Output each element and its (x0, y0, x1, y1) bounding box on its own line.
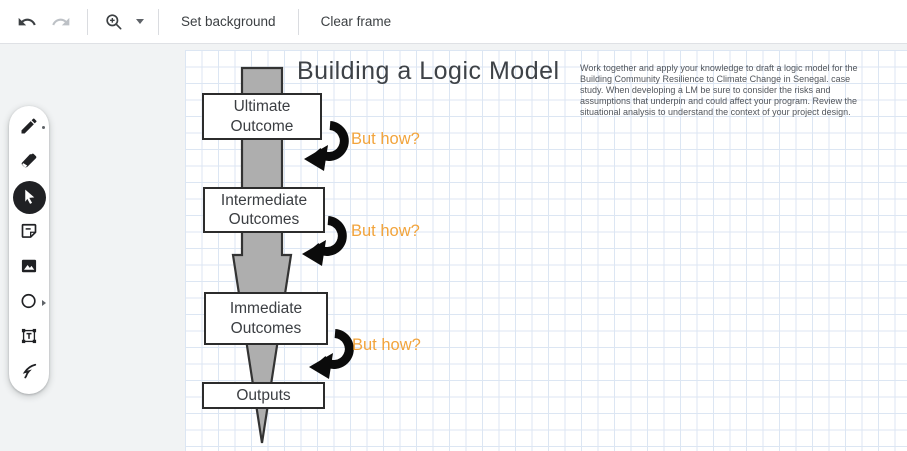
text-box-icon (19, 326, 39, 349)
toolbar-divider (158, 8, 159, 35)
laser-pointer-icon (19, 361, 39, 384)
redo-icon (51, 12, 71, 32)
sticky-note-icon (19, 221, 39, 244)
loop-arrow-icon[interactable] (301, 210, 353, 266)
box-immediate-outcomes[interactable]: Immediate Outcomes (204, 292, 328, 345)
eraser-icon (19, 151, 39, 174)
box-outputs[interactable]: Outputs (202, 382, 325, 409)
loop-arrow-icon[interactable] (308, 323, 360, 379)
undo-button[interactable] (10, 5, 44, 39)
but-how-label[interactable]: But how? (352, 336, 421, 354)
select-cursor-icon (20, 187, 38, 208)
drawing-canvas[interactable]: Building a Logic Model Work together and… (185, 50, 907, 451)
but-how-label[interactable]: But how? (351, 130, 420, 148)
toolbar-divider (297, 8, 299, 35)
pen-menu-indicator (41, 126, 45, 129)
zoom-in-icon (104, 12, 124, 32)
pen-icon (19, 116, 39, 139)
top-toolbar: Set background Clear frame (0, 0, 907, 44)
toolbar-divider (87, 8, 88, 35)
tool-palette (9, 106, 49, 394)
but-how-label[interactable]: But how? (351, 222, 420, 240)
eraser-tool-button[interactable] (13, 146, 46, 179)
undo-icon (17, 12, 37, 32)
sticky-note-tool-button[interactable] (13, 216, 46, 249)
frame-title[interactable]: Building a Logic Model (297, 57, 560, 85)
image-tool-button[interactable] (13, 251, 46, 284)
box-intermediate-outcomes[interactable]: Intermediate Outcomes (203, 187, 325, 233)
loop-arrow-icon[interactable] (303, 115, 355, 171)
laser-pointer-tool-button[interactable] (13, 356, 46, 389)
pen-tool-button[interactable] (13, 111, 46, 144)
zoom-button[interactable] (97, 5, 131, 39)
caret-down-icon (136, 19, 144, 24)
select-tool-button[interactable] (12, 181, 46, 214)
clear-frame-button[interactable]: Clear frame (308, 5, 405, 39)
image-icon (19, 256, 39, 279)
redo-button[interactable] (44, 5, 78, 39)
circle-shape-icon (19, 291, 39, 314)
instructions-note[interactable]: Work together and apply your knowledge t… (580, 63, 858, 117)
zoom-menu-button[interactable] (131, 5, 149, 39)
circle-shape-tool-button[interactable] (13, 286, 46, 319)
set-background-button[interactable]: Set background (168, 5, 289, 39)
shape-menu-indicator (41, 300, 46, 306)
box-ultimate-outcome[interactable]: Ultimate Outcome (202, 93, 322, 140)
text-box-tool-button[interactable] (13, 321, 46, 354)
